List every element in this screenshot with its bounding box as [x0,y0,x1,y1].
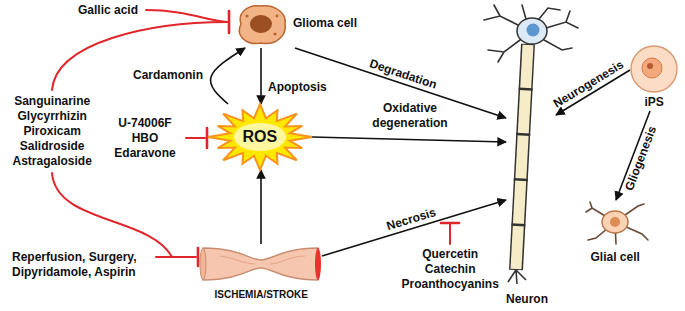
arrow-connector [312,137,506,142]
node-label: ROS [243,127,278,147]
edge-label: Cardamonin [133,68,203,83]
cell-illustration [200,244,322,284]
drug-label: Sanguinarine Glycyrrhizin Piroxicam Sali… [13,94,92,169]
neuron-cell: Neuron [506,2,556,308]
drug-label: Gallic acid [78,3,138,18]
node-label: Neuron [506,292,548,307]
glioma-cell: Glioma cell [233,2,361,48]
node-label: iPS [645,95,664,110]
ros-burst: ROS [208,104,312,170]
edge-label: Neurogenesis [551,58,627,112]
edge-label: Degradation [368,56,439,92]
drug-label: Reperfusion, Surgery, Dipyridamole, Aspi… [12,250,172,280]
cell-illustration [580,200,650,248]
ips-cell: iPS [630,45,678,111]
edge-label: Apoptosis [268,80,327,95]
inhibition-line [52,10,459,266]
cell-illustration [506,2,556,308]
edge-label: Oxidative degeneration [364,101,456,131]
node-label: ISCHEMIA/STROKE [215,288,308,301]
arrow-connector [322,200,506,256]
arrow-connector [260,170,262,244]
arrow-connector [211,48,245,104]
arrow-connector [260,48,262,104]
glial-cell: Glial cell [580,200,650,266]
drug-label: Quercetin Catechin Proanthocyanins [402,247,499,292]
edge-label: Gliogenesis [622,124,660,193]
drug-label: U-74006F HBO Edaravone [108,116,182,161]
cell-illustration [233,2,289,46]
node-label: Glioma cell [293,16,357,31]
cell-illustration [630,45,678,93]
ischemia-vessel: ISCHEMIA/STROKE [200,244,322,302]
node-label: Glial cell [591,250,640,265]
